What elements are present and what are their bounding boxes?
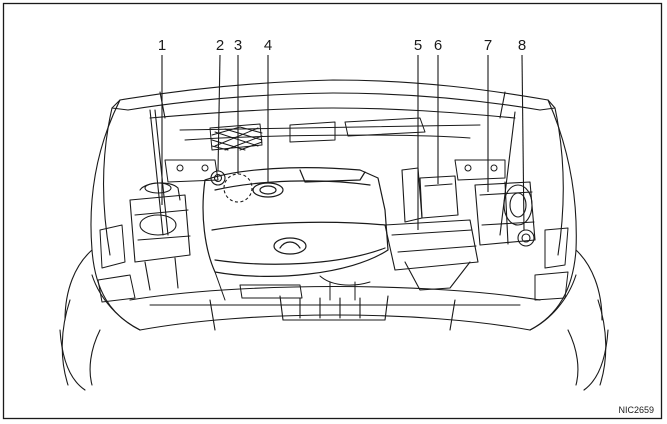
leader-line-2	[217, 54, 221, 172]
washer-fluid-cap	[517, 229, 535, 247]
front-bumper	[129, 285, 541, 331]
engine-lower	[214, 271, 371, 301]
leader-lines	[161, 54, 525, 231]
cowl-area	[179, 117, 481, 151]
right-fender	[529, 99, 609, 391]
callout-labels: 1 2 3 4 5 6 7 8	[158, 37, 526, 54]
fuse-box	[401, 167, 459, 223]
callout-8: 8	[518, 37, 526, 54]
callout-6: 6	[434, 37, 442, 54]
left-fender	[59, 99, 141, 391]
figure-frame	[2, 2, 663, 420]
leader-line-8	[521, 54, 525, 231]
right-strut-tower	[454, 159, 569, 301]
callout-4: 4	[264, 37, 272, 54]
figure-code: NIC2659	[618, 405, 654, 415]
engine-cover	[202, 167, 389, 277]
coolant-reservoir	[129, 182, 191, 291]
callout-1: 1	[158, 37, 166, 54]
callout-3: 3	[234, 37, 242, 54]
air-cleaner	[384, 219, 479, 291]
callout-5: 5	[414, 37, 422, 54]
reservoir-cap-dashed-circle	[223, 173, 253, 203]
hood	[111, 79, 556, 119]
battery-area	[474, 181, 536, 246]
callout-2: 2	[216, 37, 224, 54]
left-strut-tower	[97, 159, 219, 303]
callout-7: 7	[484, 37, 492, 54]
